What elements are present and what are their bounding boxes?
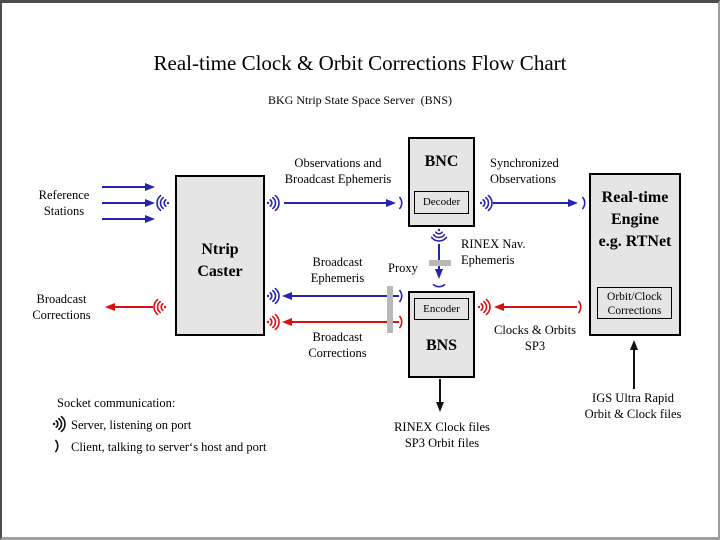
socket-client-icon: [54, 436, 62, 456]
arrow-clocks-head: [494, 303, 504, 311]
legend-server-label: Server, listening on port: [71, 418, 192, 432]
proxy-bar-vertical: [387, 286, 393, 333]
legend-heading: Socket communication:: [57, 396, 176, 410]
page-title: Real-time Clock & Orbit Corrections Flow…: [153, 51, 567, 75]
arrow-ref1-head: [145, 183, 155, 191]
arrow-clocks-line: [503, 306, 577, 308]
socket-client-icon: [398, 312, 406, 332]
arrow-bnsout-head: [436, 402, 444, 412]
node-bnc: BNC Decoder: [408, 137, 475, 227]
bnc-label: BNC: [424, 153, 459, 170]
arrow-rinexnav-line: [438, 244, 440, 270]
arrow-bc-left-line: [114, 306, 153, 308]
label-broadcast-corrections-mid: Broadcast Corrections: [308, 330, 367, 360]
arrow-rinexnav-head: [435, 269, 443, 279]
label-observations-broadcast-ephemeris: Observations and Broadcast Ephemeris: [284, 156, 392, 186]
socket-client-icon: [581, 193, 589, 213]
node-realtime-engine: Real-time Engine e.g. RTNet Orbit/Clock …: [589, 173, 681, 336]
label-igs-ultra-rapid: IGS Ultra Rapid Orbit & Clock files: [584, 391, 682, 421]
arrow-ref2-line: [102, 202, 146, 204]
arrow-sync-line: [493, 202, 569, 204]
proxy-bar-horizontal: [429, 260, 451, 266]
socket-server-icon: [153, 297, 167, 317]
socket-server-icon: [156, 193, 170, 213]
label-proxy: Proxy: [388, 261, 418, 275]
arrow-ref2-head: [145, 199, 155, 207]
socket-client-icon: [577, 297, 585, 317]
page-subtitle: BKG Ntrip State Space Server (BNS): [268, 93, 452, 107]
arrow-ref3-head: [145, 215, 155, 223]
bns-label: BNS: [425, 337, 458, 354]
label-broadcast-corrections-left: Broadcast Corrections: [32, 292, 91, 322]
arrow-beph-line: [291, 295, 399, 297]
arrow-obs-line: [284, 202, 387, 204]
arrow-bc-left-head: [105, 303, 115, 311]
arrow-ref1-line: [102, 186, 146, 188]
orbit-clock-corrections-box: Orbit/Clock Corrections: [597, 287, 672, 319]
ntrip-caster-label: Ntrip Caster: [197, 241, 243, 280]
arrow-igs-line: [633, 349, 635, 389]
label-reference-stations: Reference Stations: [38, 188, 90, 218]
node-ntrip-caster: Ntrip Caster: [175, 175, 265, 336]
socket-server-icon: [266, 312, 280, 332]
bnc-decoder-box: Decoder: [414, 191, 469, 214]
bns-encoder-box: Encoder: [414, 298, 469, 320]
socket-client-icon: [398, 193, 406, 213]
label-clocks-orbits-sp3: Clocks & Orbits SP3: [494, 323, 576, 353]
arrow-bnsout-line: [439, 379, 441, 403]
arrow-sync-head: [568, 199, 578, 207]
socket-server-icon: [477, 297, 491, 317]
arrow-bcorr-line: [291, 321, 399, 323]
socket-server-icon: [266, 193, 280, 213]
socket-server-icon: [429, 228, 449, 242]
label-rinex-nav-ephemeris: RINEX Nav. Ephemeris: [461, 237, 526, 267]
socket-server-icon: [266, 286, 280, 306]
realtime-engine-label: Real-time Engine e.g. RTNet: [598, 189, 672, 250]
label-rinex-clock-files: RINEX Clock files SP3 Orbit files: [394, 420, 490, 450]
legend-client-label: Client, talking to server‘s host and por…: [71, 440, 267, 454]
socket-server-icon: [479, 193, 493, 213]
socket-server-icon: [52, 414, 66, 434]
label-synchronized-observations: Synchronized Observations: [490, 156, 559, 186]
socket-client-icon: [398, 286, 406, 306]
socket-client-icon: [429, 283, 449, 291]
node-bns: Encoder BNS: [408, 291, 475, 378]
arrow-ref3-line: [102, 218, 146, 220]
label-broadcast-ephemeris-mid: Broadcast Ephemeris: [310, 255, 365, 285]
arrow-igs-head: [630, 340, 638, 350]
arrow-beph-head: [282, 292, 292, 300]
arrow-bcorr-head: [282, 318, 292, 326]
arrow-obs-head: [386, 199, 396, 207]
